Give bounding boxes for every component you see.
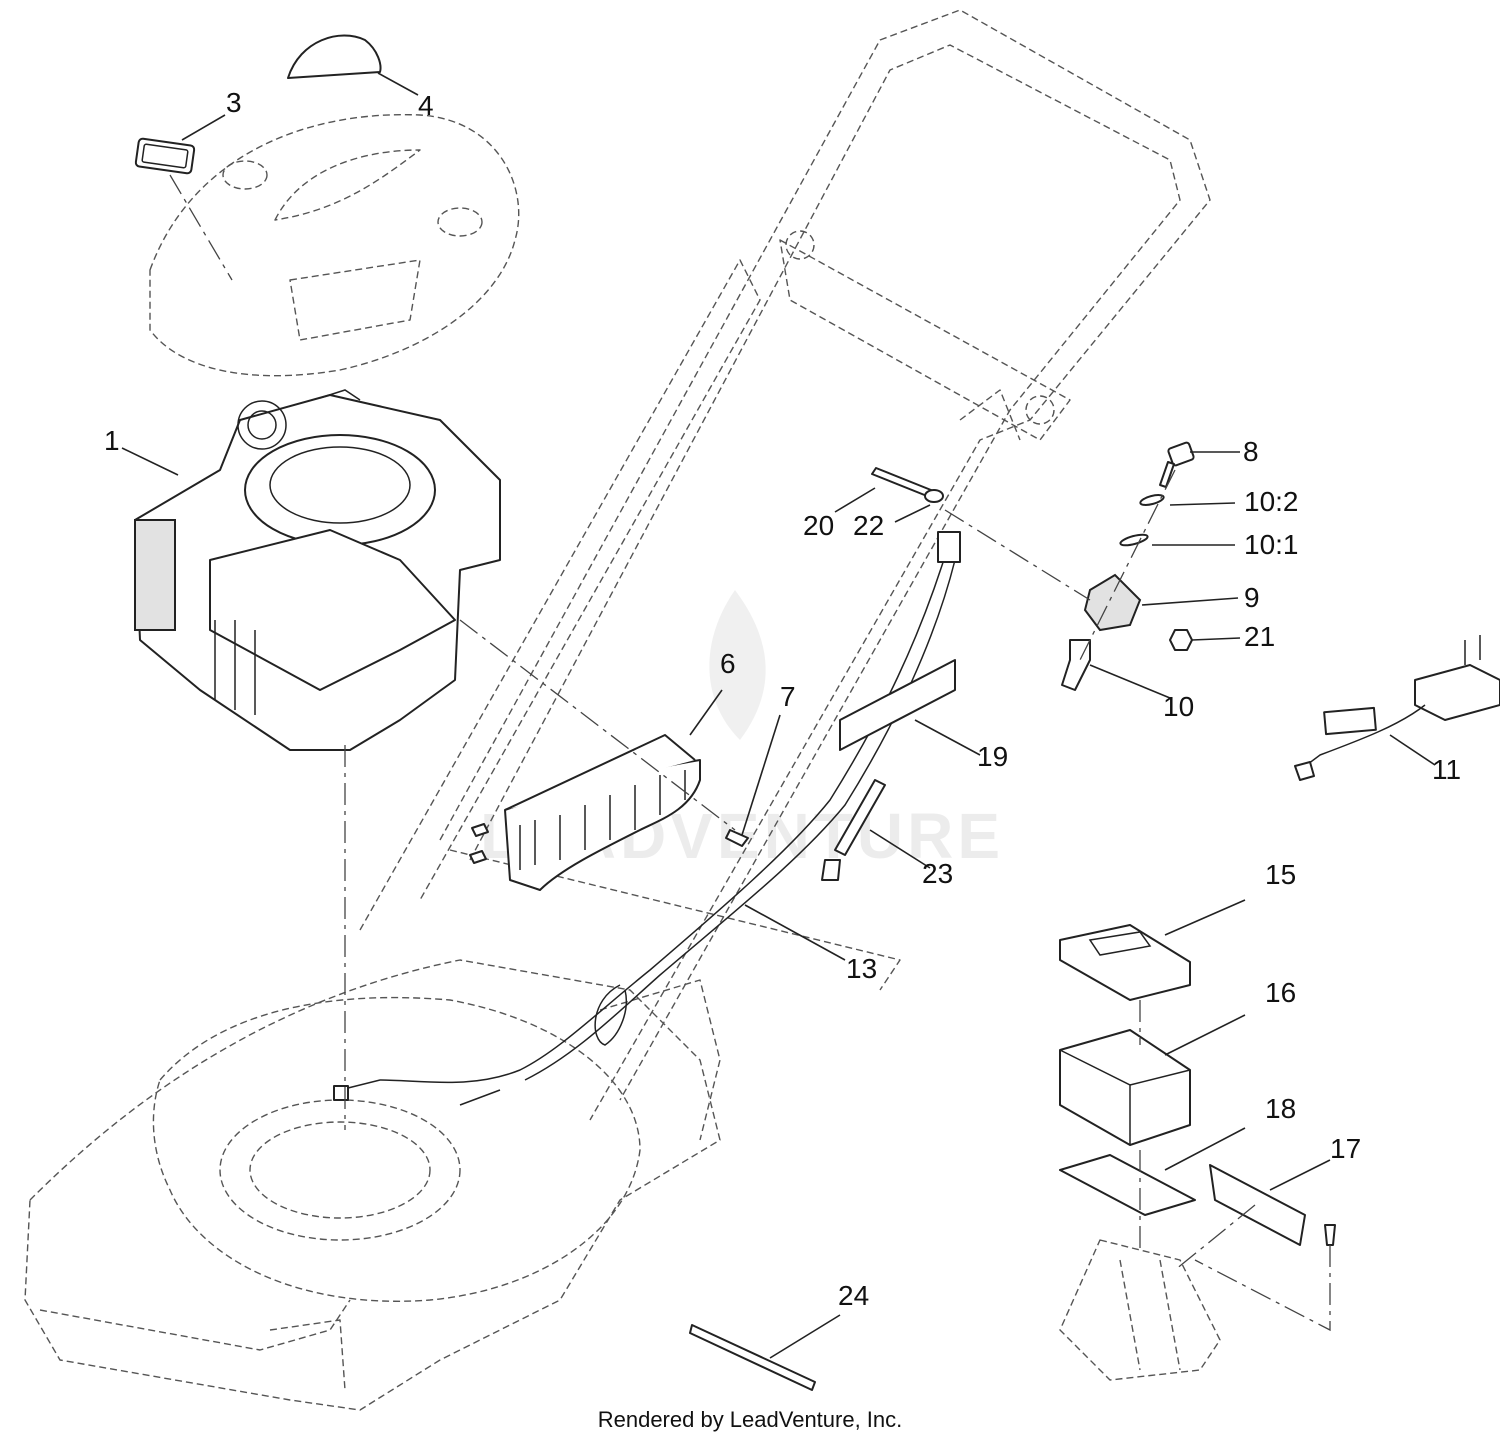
mower-handle xyxy=(359,9,1211,1121)
callout-leaders xyxy=(121,72,1436,1359)
decal-19 xyxy=(839,659,956,751)
callout-6: 6 xyxy=(720,648,736,679)
ignition-key xyxy=(1159,441,1195,488)
ignition-switch xyxy=(1083,573,1142,632)
engine-shroud xyxy=(149,113,520,377)
callout-3: 3 xyxy=(226,87,242,118)
callout-13: 13 xyxy=(846,953,877,984)
callout-11: 11 xyxy=(1432,754,1461,785)
callout-21: 21 xyxy=(1244,621,1275,652)
bolt-and-washer xyxy=(871,467,944,503)
cable-tie xyxy=(689,1324,816,1391)
tray-screw xyxy=(1324,1224,1336,1246)
shroud-cap xyxy=(287,34,382,79)
battery-label-17 xyxy=(1209,1164,1306,1246)
battery-tray xyxy=(1059,1239,1221,1381)
decal-3 xyxy=(134,137,196,175)
battery-16 xyxy=(1059,1029,1191,1146)
callout-10-1: 10:1 xyxy=(1244,529,1299,560)
callout-10: 10 xyxy=(1163,691,1194,722)
rendered-by-footer: Rendered by LeadVenture, Inc. xyxy=(598,1407,903,1432)
callout-17: 17 xyxy=(1330,1133,1361,1164)
screws xyxy=(469,823,749,864)
mower-deck xyxy=(24,959,721,1411)
washer-10-1 xyxy=(1119,533,1149,547)
callout-labels: 3 4 1 6 7 8 10:2 10:1 9 21 10 11 19 20 2… xyxy=(104,87,1461,1311)
battery-charger xyxy=(1294,635,1500,781)
callout-16: 16 xyxy=(1265,977,1296,1008)
battery-cover-15 xyxy=(1059,924,1191,1001)
callout-20: 20 xyxy=(803,510,834,541)
battery-pad-18 xyxy=(1059,1154,1196,1216)
callout-10-2: 10:2 xyxy=(1244,486,1299,517)
nut xyxy=(1169,629,1193,651)
engine-guard xyxy=(504,734,701,891)
alignment-lines xyxy=(169,174,1331,1332)
jumper-harness xyxy=(821,779,886,881)
callout-23: 23 xyxy=(922,858,953,889)
callout-19: 19 xyxy=(977,741,1008,772)
callout-24: 24 xyxy=(838,1280,869,1311)
callout-1: 1 xyxy=(104,425,120,456)
engine xyxy=(134,389,501,751)
callout-22: 22 xyxy=(853,510,884,541)
callout-18: 18 xyxy=(1265,1093,1296,1124)
washer-10-2 xyxy=(1139,494,1165,506)
decal-3-inner xyxy=(141,143,189,169)
callout-15: 15 xyxy=(1265,859,1296,890)
callout-8: 8 xyxy=(1243,436,1259,467)
callout-9: 9 xyxy=(1244,582,1260,613)
callout-4: 4 xyxy=(418,90,434,121)
callout-7: 7 xyxy=(780,681,796,712)
